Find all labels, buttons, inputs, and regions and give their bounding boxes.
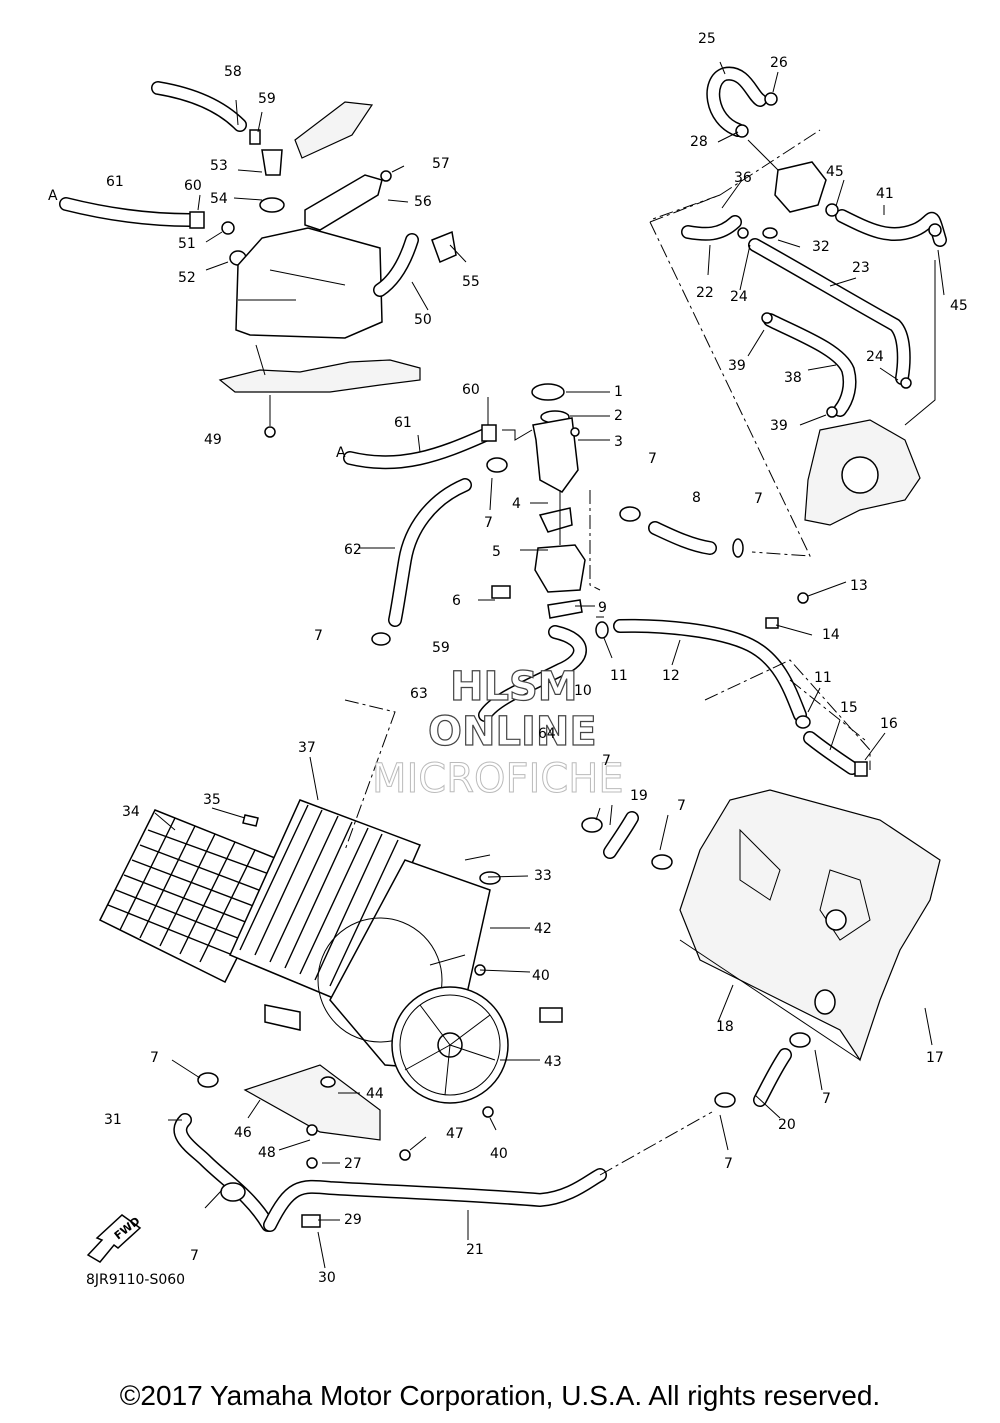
callout-43: 43 [544, 1054, 562, 1070]
callout-64: 64 [538, 726, 556, 742]
lower-hose-group [173, 811, 811, 1232]
callout-61-b: 61 [394, 415, 412, 431]
callout-37: 37 [298, 740, 316, 756]
watermark-line-1: HLSM [450, 664, 578, 710]
callout-3: 3 [614, 434, 623, 450]
callout-60-a: 60 [184, 178, 202, 194]
watermark-line-2: ONLINE [428, 709, 597, 755]
callout-60-b: 60 [462, 382, 480, 398]
callout-54: 54 [210, 191, 228, 207]
callout-12: 12 [662, 668, 680, 684]
callout-numbers: 1 2 3 4 5 6 7 7 7 7 7 7 7 7 7 7 8 9 10 1… [104, 31, 968, 1286]
callout-59-a: 59 [258, 91, 276, 107]
reservoir-tank-group [59, 81, 457, 438]
callout-14: 14 [822, 627, 840, 643]
callout-32: 32 [812, 239, 830, 255]
callout-5: 5 [492, 544, 501, 560]
fwd-arrow-icon: FWD [86, 1214, 143, 1263]
callout-leaders [154, 61, 945, 1269]
callout-22: 22 [696, 285, 714, 301]
callout-48: 48 [258, 1145, 276, 1161]
callout-45-a: 45 [826, 164, 844, 180]
diagram-code: 8JR9110-S060 [86, 1272, 186, 1288]
callout-7-a: 7 [648, 451, 657, 467]
callout-7-b: 7 [484, 515, 493, 531]
callout-2: 2 [614, 408, 623, 424]
callout-38: 38 [784, 370, 802, 386]
callout-7-f: 7 [677, 798, 686, 814]
callout-31: 31 [104, 1112, 122, 1128]
callout-30: 30 [318, 1270, 336, 1286]
callout-56: 56 [414, 194, 432, 210]
callout-21: 21 [466, 1242, 484, 1258]
callout-36: 36 [734, 170, 752, 186]
callout-7-h: 7 [822, 1091, 831, 1107]
water-pump-group [649, 66, 947, 557]
callout-52: 52 [178, 270, 196, 286]
callout-61-a: 61 [106, 174, 124, 190]
callout-51: 51 [178, 236, 196, 252]
callout-1: 1 [614, 384, 623, 400]
callout-41: 41 [876, 186, 894, 202]
engine-case-group [679, 659, 941, 1062]
callout-39-a: 39 [728, 358, 746, 374]
callout-13: 13 [850, 578, 868, 594]
callout-7-c: 7 [754, 491, 763, 507]
callout-23: 23 [852, 260, 870, 276]
copyright-notice: ©2017 Yamaha Motor Corporation, U.S.A. A… [119, 1380, 881, 1411]
callout-16: 16 [880, 716, 898, 732]
callout-55: 55 [462, 274, 480, 290]
watermark-line-3: MICROFICHE [372, 756, 624, 802]
callout-24-b: 24 [866, 349, 884, 365]
callout-58: 58 [224, 64, 242, 80]
callout-28: 28 [690, 134, 708, 150]
thermostat-group [343, 383, 868, 777]
callout-33: 33 [534, 868, 552, 884]
callout-7-g: 7 [150, 1050, 159, 1066]
callout-9: 9 [598, 600, 607, 616]
callout-7-j: 7 [190, 1248, 199, 1264]
callout-29: 29 [344, 1212, 362, 1228]
callout-59-b: 59 [432, 640, 450, 656]
callout-46: 46 [234, 1125, 252, 1141]
callout-7-d: 7 [314, 628, 323, 644]
callout-62: 62 [344, 542, 362, 558]
callout-53: 53 [210, 158, 228, 174]
callout-34: 34 [122, 804, 140, 820]
callout-4: 4 [512, 496, 521, 512]
callout-40-b: 40 [490, 1146, 508, 1162]
callout-26: 26 [770, 55, 788, 71]
callout-17: 17 [926, 1050, 944, 1066]
callout-11-a: 11 [610, 668, 628, 684]
callout-18: 18 [716, 1019, 734, 1035]
callout-50: 50 [414, 312, 432, 328]
callout-15: 15 [840, 700, 858, 716]
callout-39-b: 39 [770, 418, 788, 434]
callout-25: 25 [698, 31, 716, 47]
watermark: HLSM ONLINE MICROFICHE [372, 663, 625, 802]
callout-49: 49 [204, 432, 222, 448]
ref-a-label-top: A [48, 188, 58, 204]
callout-57: 57 [432, 156, 450, 172]
callout-20: 20 [778, 1117, 796, 1133]
callout-47: 47 [446, 1126, 464, 1142]
callout-19: 19 [630, 788, 648, 804]
callout-42: 42 [534, 921, 552, 937]
callout-35: 35 [203, 792, 221, 808]
ref-a-label-mid: A [336, 445, 346, 461]
callout-10: 10 [574, 683, 592, 699]
callout-44: 44 [366, 1086, 384, 1102]
callout-63: 63 [410, 686, 428, 702]
callout-7-i: 7 [724, 1156, 733, 1172]
callout-11-b: 11 [814, 670, 832, 686]
callout-45-b: 45 [950, 298, 968, 314]
radiator-group [98, 699, 563, 1161]
callout-40-a: 40 [532, 968, 550, 984]
callout-27: 27 [344, 1156, 362, 1172]
callout-6: 6 [452, 593, 461, 609]
callout-8: 8 [692, 490, 701, 506]
callout-24-a: 24 [730, 289, 748, 305]
callout-7-e: 7 [602, 753, 611, 769]
